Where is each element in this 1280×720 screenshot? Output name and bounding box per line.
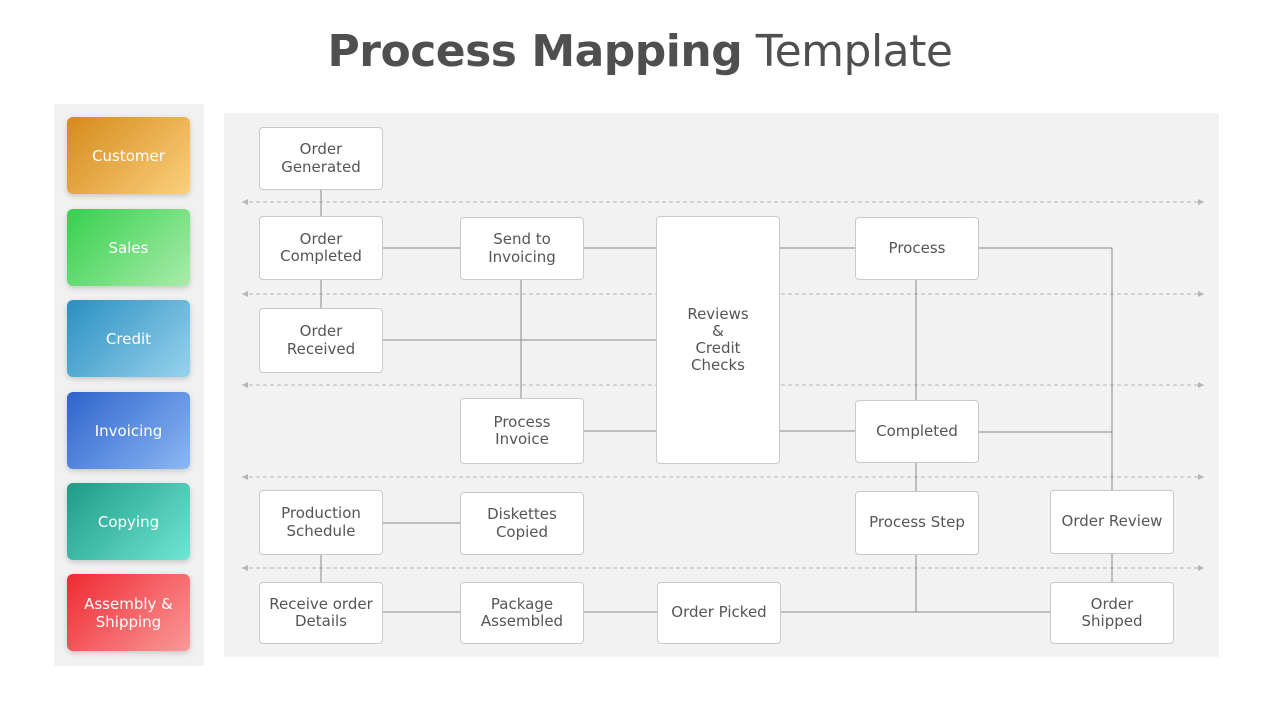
lane-label: Customer [92,146,165,165]
lane-label: Assembly & Shipping [84,594,173,631]
node-order-shipped: Order Shipped [1050,582,1174,644]
connector-lines [242,189,1204,613]
node-label: Send to Invoicing [488,230,556,266]
node-reviews-credit-checks: Reviews & Credit Checks [656,216,780,464]
node-label: Reviews & Credit Checks [687,304,749,375]
lane-label: Sales [108,238,149,257]
node-label: Diskettes Copied [487,505,557,541]
lane-copying: Copying [67,483,190,560]
swimlane-labels-panel: Customer Sales Credit Invoicing Copying … [54,104,204,666]
title-bold: Process Mapping [327,26,743,77]
lane-sales: Sales [67,209,190,286]
node-receive-order-details: Receive order Details [259,582,383,644]
lane-invoicing: Invoicing [67,392,190,469]
page-title: Process Mapping Template [0,26,1280,77]
node-production-schedule: Production Schedule [259,490,383,555]
node-label: Order Completed [280,229,362,265]
node-label: Production Schedule [281,504,361,540]
node-label: Package Assembled [480,594,564,630]
node-label: Process [888,238,946,257]
node-package-assembled: Package Assembled [460,582,584,644]
node-completed: Completed [855,400,979,463]
node-label: Order Generated [281,140,361,176]
node-order-generated: Order Generated [259,127,383,190]
lane-label: Credit [105,329,152,348]
node-order-picked: Order Picked [657,582,781,644]
process-map-canvas: Order Generated Order Completed Send to … [224,113,1219,657]
node-label: Order Review [1061,512,1163,531]
title-light: Template [755,26,953,77]
lane-label: Copying [97,512,160,531]
lane-label: Invoicing [94,421,163,440]
node-label: Order Received [286,322,356,358]
node-order-received: Order Received [259,308,383,373]
node-label: Process Step [869,513,965,532]
node-label: Order Picked [671,603,767,622]
node-label: Receive order Details [269,594,373,630]
lane-credit: Credit [67,300,190,377]
node-diskettes-copied: Diskettes Copied [460,492,584,555]
node-process-invoice: Process Invoice [460,398,584,464]
node-order-completed: Order Completed [259,216,383,280]
node-order-review: Order Review [1050,490,1174,554]
node-label: Order Shipped [1081,594,1143,630]
node-process-step: Process Step [855,491,979,555]
lane-customer: Customer [67,117,190,194]
node-send-to-invoicing: Send to Invoicing [460,217,584,280]
node-label: Completed [876,421,958,440]
node-label: Process Invoice [493,412,551,448]
lane-assembly-shipping: Assembly & Shipping [67,574,190,651]
node-process: Process [855,217,979,280]
